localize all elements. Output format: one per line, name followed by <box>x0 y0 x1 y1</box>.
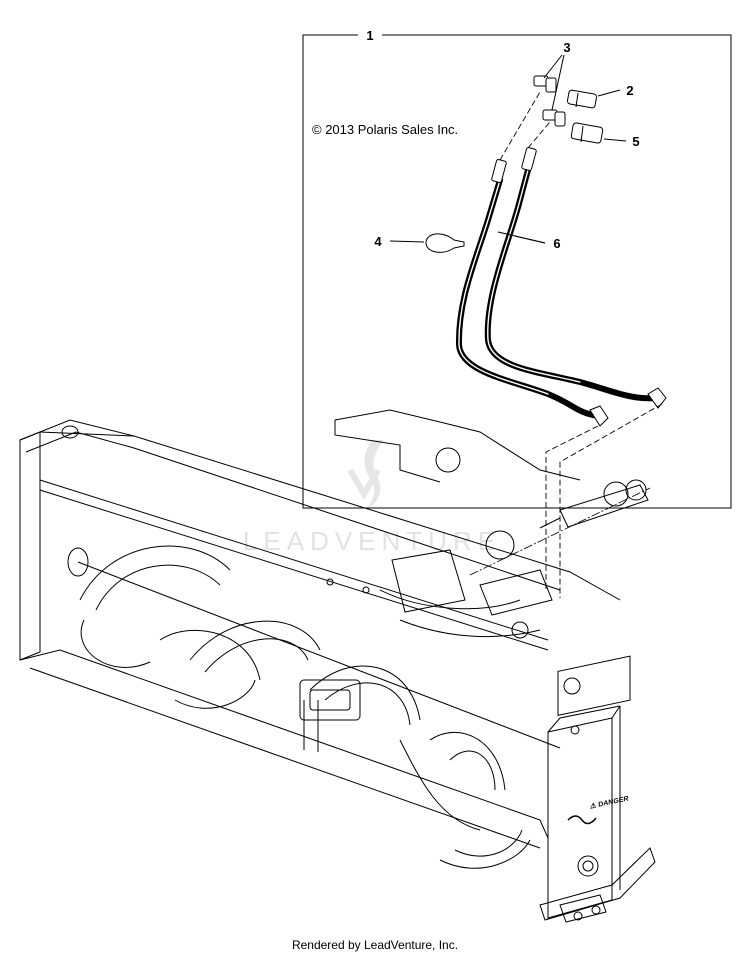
auger-center <box>189 620 421 726</box>
copyright-notice: © 2013 Polaris Sales Inc. <box>312 122 458 137</box>
shaft-centerline <box>469 487 651 576</box>
elbow-fitting-lower <box>542 109 566 127</box>
bolts <box>326 578 601 921</box>
hose-route-right <box>559 403 663 598</box>
danger-decal: ⚠ DANGER <box>557 655 631 877</box>
snowthrower-housing <box>19 419 656 923</box>
callout-6[interactable]: 6 <box>553 236 560 251</box>
danger-decal-title: ⚠ DANGER <box>590 794 628 810</box>
cable-tie <box>425 233 465 253</box>
callout-1[interactable]: 1 <box>366 28 373 43</box>
watermark-text: LEADVENTURE <box>243 526 501 556</box>
callout-3[interactable]: 3 <box>563 40 570 55</box>
auger-right <box>399 731 531 869</box>
hose-route-left <box>545 425 599 590</box>
hose-leader-right <box>527 121 551 149</box>
callout-4[interactable]: 4 <box>374 234 382 249</box>
coupler-fitting-5 <box>570 122 604 144</box>
drive-shaft <box>539 479 649 529</box>
watermark: LEADVENTURE <box>243 440 501 556</box>
footer-credit: Rendered by LeadVenture, Inc. <box>291 938 459 952</box>
hose-leader-left <box>499 91 541 161</box>
mount-frame <box>334 409 581 695</box>
auger-left <box>67 545 561 749</box>
coupler-fitting-2 <box>566 89 598 109</box>
elbow-fitting-upper <box>533 75 557 93</box>
callout-5[interactable]: 5 <box>632 134 639 149</box>
center-gearbox <box>299 679 361 752</box>
callout-2[interactable]: 2 <box>626 83 633 98</box>
hydraulic-hose-right <box>484 147 667 409</box>
hydraulic-hose-left <box>455 159 609 427</box>
kit-box <box>302 34 732 509</box>
